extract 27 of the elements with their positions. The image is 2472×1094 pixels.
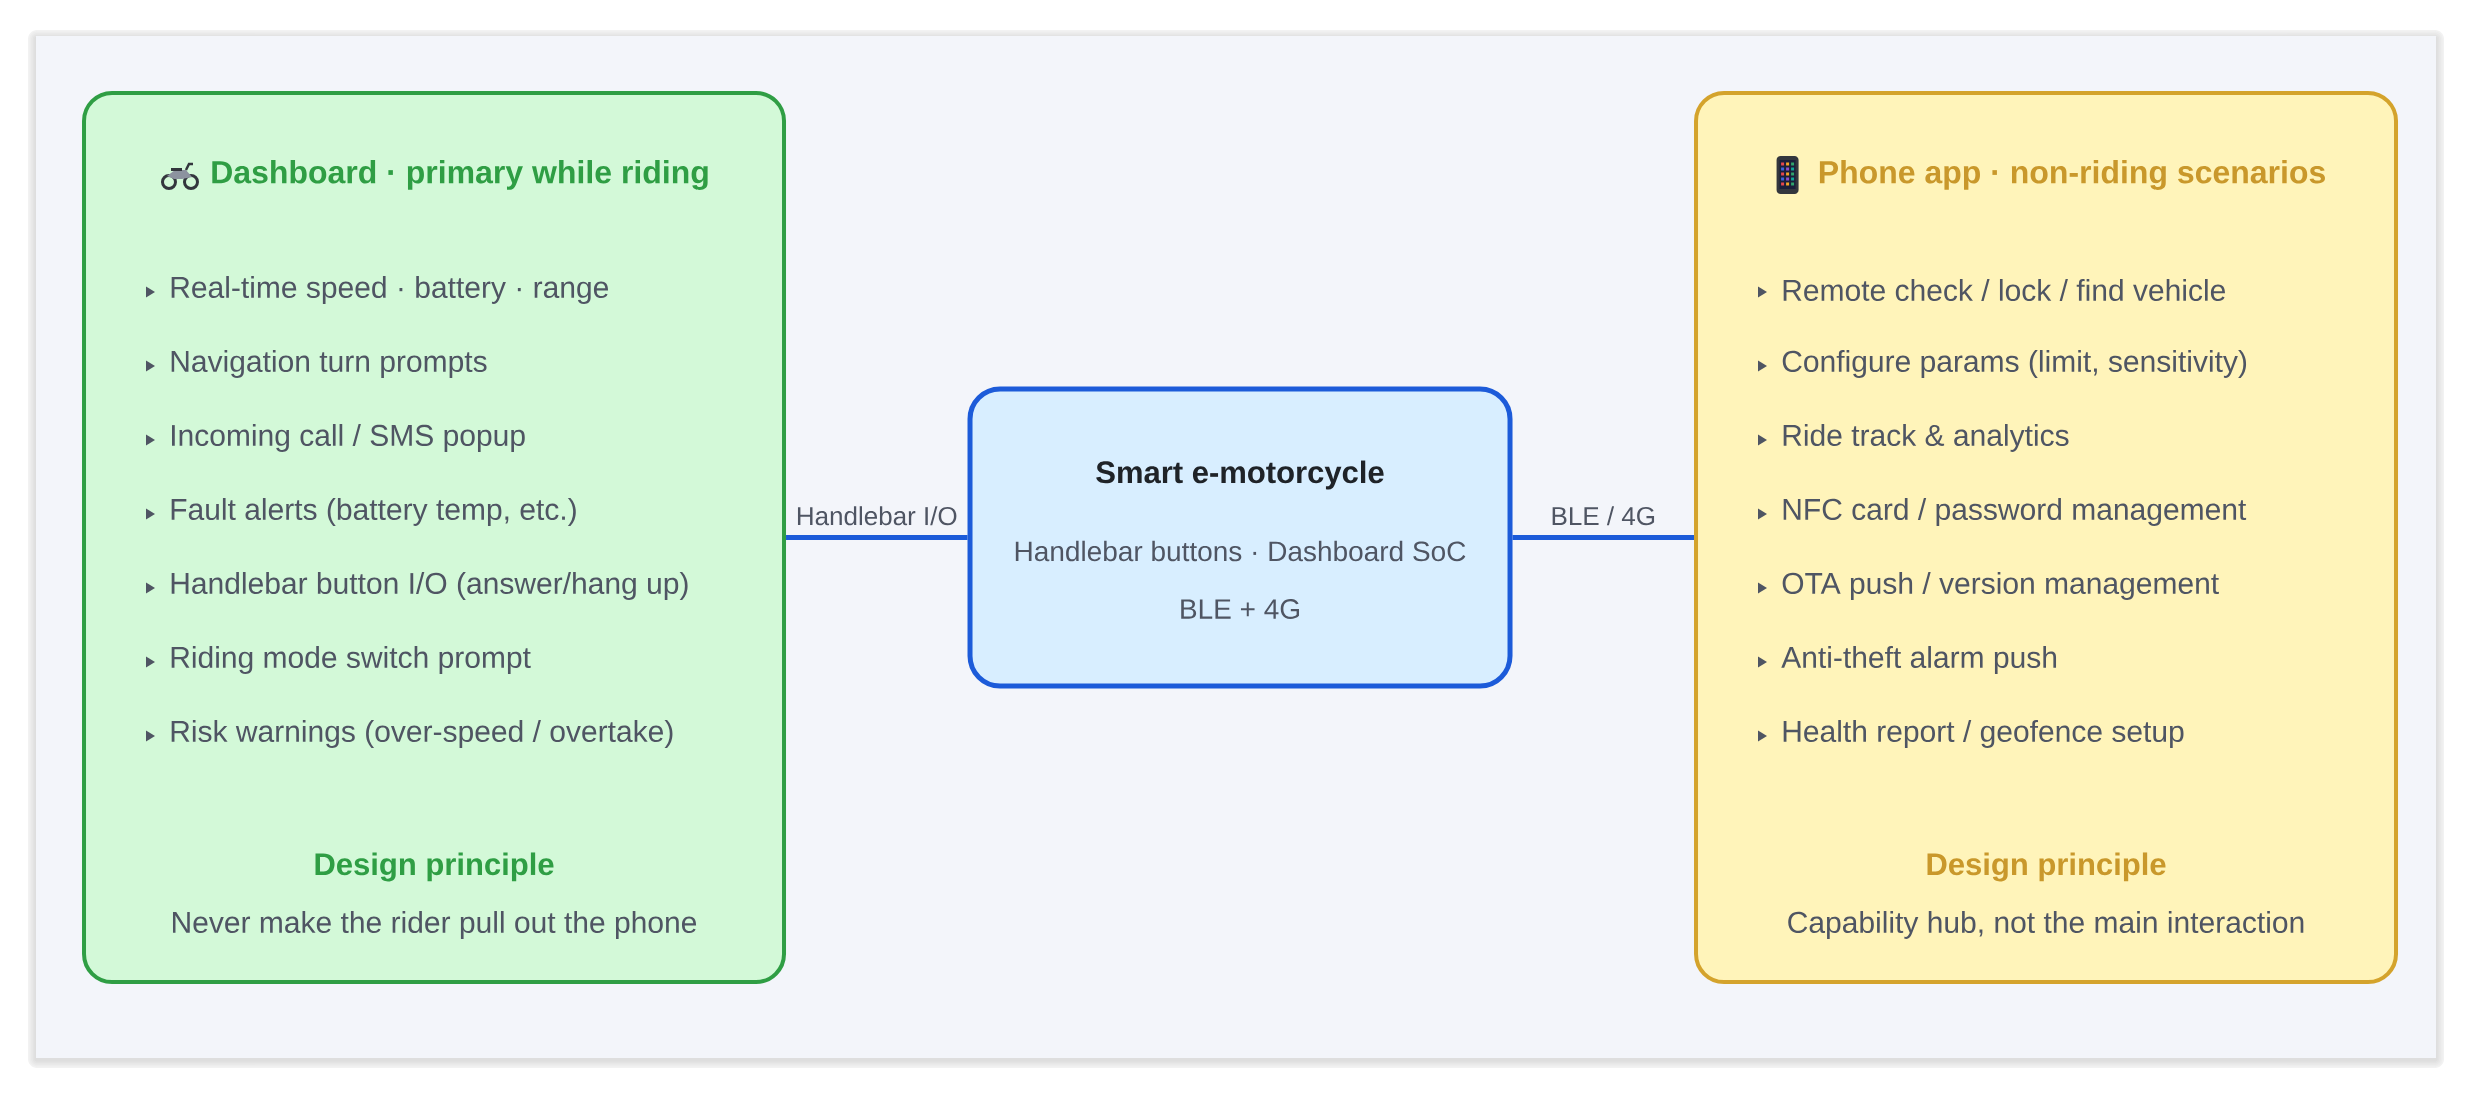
list-item: Riding mode switch prompt [171, 646, 531, 674]
list-item: Anti-theft alarm push [1781, 646, 2057, 674]
box-title: Phone app · non-riding scenarios [1819, 160, 2325, 190]
hub-text: Handlebar buttons · Dashboard SoC [1015, 540, 1466, 562]
list-item: Fault alerts (battery temp, etc.) [171, 498, 576, 526]
hub-title: Smart e-motorcycle [1096, 460, 1384, 490]
connector-line [1512, 535, 1694, 540]
section-heading: Design principle [315, 852, 554, 882]
list-item: Navigation turn prompts [171, 350, 487, 378]
box-title: Dashboard · primary while riding [212, 160, 708, 190]
principle-text: Never make the rider pull out the phone [173, 911, 697, 939]
list-item: Risk warnings (over-speed / overtake) [171, 720, 673, 748]
list-item: Configure params (limit, sensitivity) [1782, 350, 2247, 378]
list-item: Health report / geofence setup [1783, 720, 2184, 748]
list-item: Real-time speed · battery · range [171, 276, 608, 304]
edge-label: Handlebar I/O [793, 504, 960, 528]
section-heading: Design principle [1927, 852, 2166, 882]
hub-text: BLE + 4G [1181, 599, 1299, 619]
principle-text: Capability hub, not the main interaction [1788, 911, 2304, 939]
list-item: Ride track & analytics [1783, 424, 2069, 452]
list-item: Handlebar button I/O (answer/hang up) [171, 572, 688, 600]
edge-label: BLE / 4G [1548, 504, 1658, 528]
list-item: Incoming call / SMS popup [172, 424, 525, 452]
list-item: Remote check / lock / find vehicle [1783, 279, 2225, 301]
list-item: OTA push / version management [1782, 572, 2219, 600]
connector-line [786, 535, 968, 540]
list-item: NFC card / password management [1783, 498, 2247, 526]
